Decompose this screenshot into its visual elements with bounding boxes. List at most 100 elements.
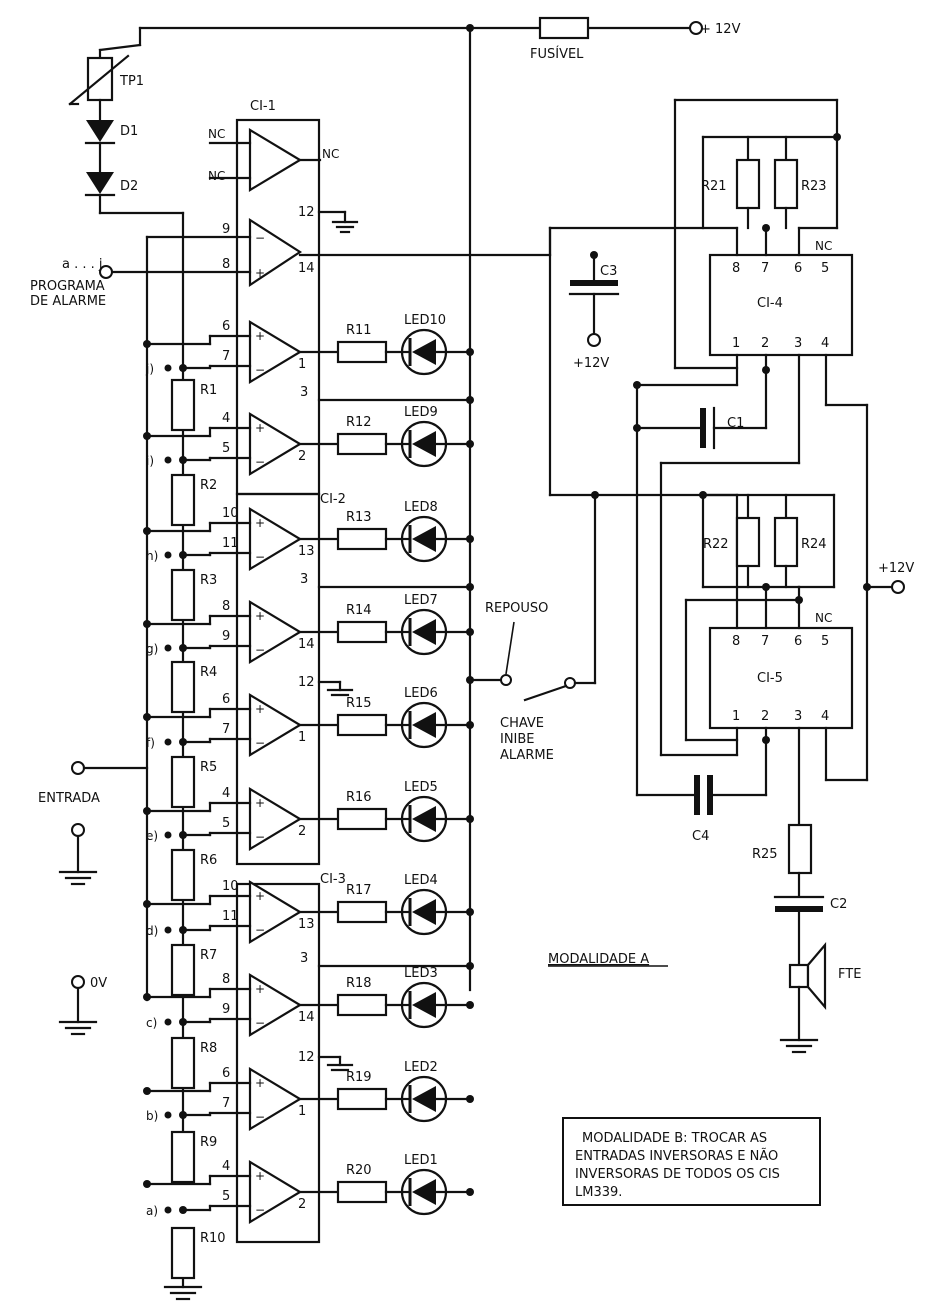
led bbox=[400, 795, 474, 843]
led-resistor-label: R15 bbox=[346, 696, 372, 711]
ci2-pin12: 12 bbox=[298, 675, 315, 690]
led-label: LED1 bbox=[404, 1153, 438, 1168]
pin-top: 10 bbox=[222, 879, 239, 894]
minus-sign: − bbox=[255, 830, 265, 844]
ci4-pin8: 8 bbox=[732, 261, 740, 276]
plus-sign: + bbox=[255, 796, 265, 810]
pin-out: 1 bbox=[298, 357, 306, 372]
led-label: LED6 bbox=[404, 686, 438, 701]
ci1-pin12: 12 bbox=[298, 205, 315, 220]
ci2-outline bbox=[235, 492, 321, 866]
tap-label: c) bbox=[146, 1016, 157, 1030]
ladder-resistor-9: R9 bbox=[170, 1130, 217, 1184]
ci3-pin3: 3 bbox=[300, 951, 308, 966]
led-label: LED5 bbox=[404, 780, 438, 795]
pin-out: 14 bbox=[298, 637, 315, 652]
nc-out: NC bbox=[322, 147, 339, 161]
c3-supply-label: +12V bbox=[573, 356, 609, 371]
pin-out: 2 bbox=[298, 449, 306, 464]
led-label: LED7 bbox=[404, 593, 438, 608]
thermistor-tp1 bbox=[68, 54, 185, 1182]
ci4-pin7: 7 bbox=[761, 261, 769, 276]
pin-bottom: 7 bbox=[222, 722, 230, 737]
inhibit-switch[interactable] bbox=[466, 493, 597, 702]
alarm-program-terminal[interactable] bbox=[99, 265, 113, 279]
plus-sign: + bbox=[255, 516, 265, 530]
ci2-pin3: 3 bbox=[300, 572, 308, 587]
alarm-pin-noninv: 8 bbox=[222, 257, 230, 272]
ci3-pin12: 12 bbox=[298, 1050, 315, 1065]
modalidade-b-line4: LM339. bbox=[575, 1185, 622, 1200]
tap-label: h) bbox=[146, 549, 158, 563]
ladder-resistor-label: R8 bbox=[200, 1041, 217, 1056]
switch-line1: CHAVE bbox=[500, 716, 544, 731]
pin-bottom: 7 bbox=[222, 1096, 230, 1111]
plus-sign: + bbox=[255, 609, 265, 623]
minus-sign: − bbox=[255, 643, 265, 657]
alarm-program-line2: DE ALARME bbox=[30, 294, 106, 309]
tap-label: b) bbox=[146, 1109, 158, 1123]
ladder-resistor-label: R4 bbox=[200, 665, 217, 680]
led-resistor bbox=[336, 1087, 388, 1111]
tp1-label: TP1 bbox=[119, 74, 144, 89]
led bbox=[400, 1075, 474, 1123]
pin-top: 6 bbox=[222, 692, 230, 707]
plus-sign: + bbox=[255, 982, 265, 996]
ci1-label: CI-1 bbox=[250, 99, 276, 114]
plus12-terminal-top bbox=[689, 21, 703, 35]
tap-label: i) bbox=[146, 454, 154, 468]
ladder-resistor-label: R5 bbox=[200, 760, 217, 775]
ci4-pin3: 3 bbox=[794, 336, 802, 351]
r22-label: R22 bbox=[703, 537, 729, 552]
plus-sign: + bbox=[255, 702, 265, 716]
alarm-comparator bbox=[110, 217, 552, 288]
tap-label: a) bbox=[146, 1204, 158, 1218]
plus-sign: + bbox=[255, 266, 265, 280]
led-resistor-label: R17 bbox=[346, 883, 372, 898]
c4-label: C4 bbox=[692, 829, 709, 844]
pin-top: 8 bbox=[222, 599, 230, 614]
minus-sign: − bbox=[255, 736, 265, 750]
led-resistor-label: R19 bbox=[346, 1070, 372, 1085]
ladder-resistor-10: R10 bbox=[170, 1226, 226, 1280]
c3-label: C3 bbox=[600, 264, 617, 279]
ci3-label: CI-3 bbox=[320, 872, 346, 887]
timer-wiring bbox=[548, 98, 905, 1054]
plus-sign: + bbox=[255, 1076, 265, 1090]
minus-sign: − bbox=[255, 550, 265, 564]
nc-in1: NC bbox=[208, 127, 225, 141]
ladder-resistor-3: R3 bbox=[170, 568, 217, 622]
switch-line3: ALARME bbox=[500, 748, 554, 763]
ci4-label: CI-4 bbox=[757, 296, 783, 311]
led bbox=[400, 608, 474, 656]
ci2-ground bbox=[317, 680, 354, 697]
entrada-ground bbox=[58, 823, 98, 886]
minus-sign: − bbox=[255, 1016, 265, 1030]
led-resistor bbox=[336, 713, 388, 737]
led bbox=[400, 888, 474, 936]
led-resistor-label: R16 bbox=[346, 790, 372, 805]
ladder-resistor-label: R2 bbox=[200, 478, 217, 493]
d2-label: D2 bbox=[120, 179, 138, 194]
ladder-resistor-label: R10 bbox=[200, 1231, 226, 1246]
pin-top: 8 bbox=[222, 972, 230, 987]
ci4-pin4: 4 bbox=[821, 336, 829, 351]
ci5-pin4: 4 bbox=[821, 709, 829, 724]
entrada-terminal[interactable] bbox=[71, 761, 85, 775]
plus12-right-label: +12V bbox=[878, 561, 914, 576]
pin-bottom: 11 bbox=[222, 536, 239, 551]
ladder-resistor-7: R7 bbox=[170, 943, 217, 997]
plus-sign: + bbox=[255, 421, 265, 435]
tap-label: j) bbox=[145, 362, 154, 376]
supply-top bbox=[98, 16, 703, 992]
switch-line2: INIBE bbox=[500, 732, 535, 747]
pin-out: 2 bbox=[298, 824, 306, 839]
speaker-label: FTE bbox=[838, 967, 861, 982]
ci1-ground bbox=[317, 210, 359, 234]
tap-label: g) bbox=[146, 642, 158, 656]
